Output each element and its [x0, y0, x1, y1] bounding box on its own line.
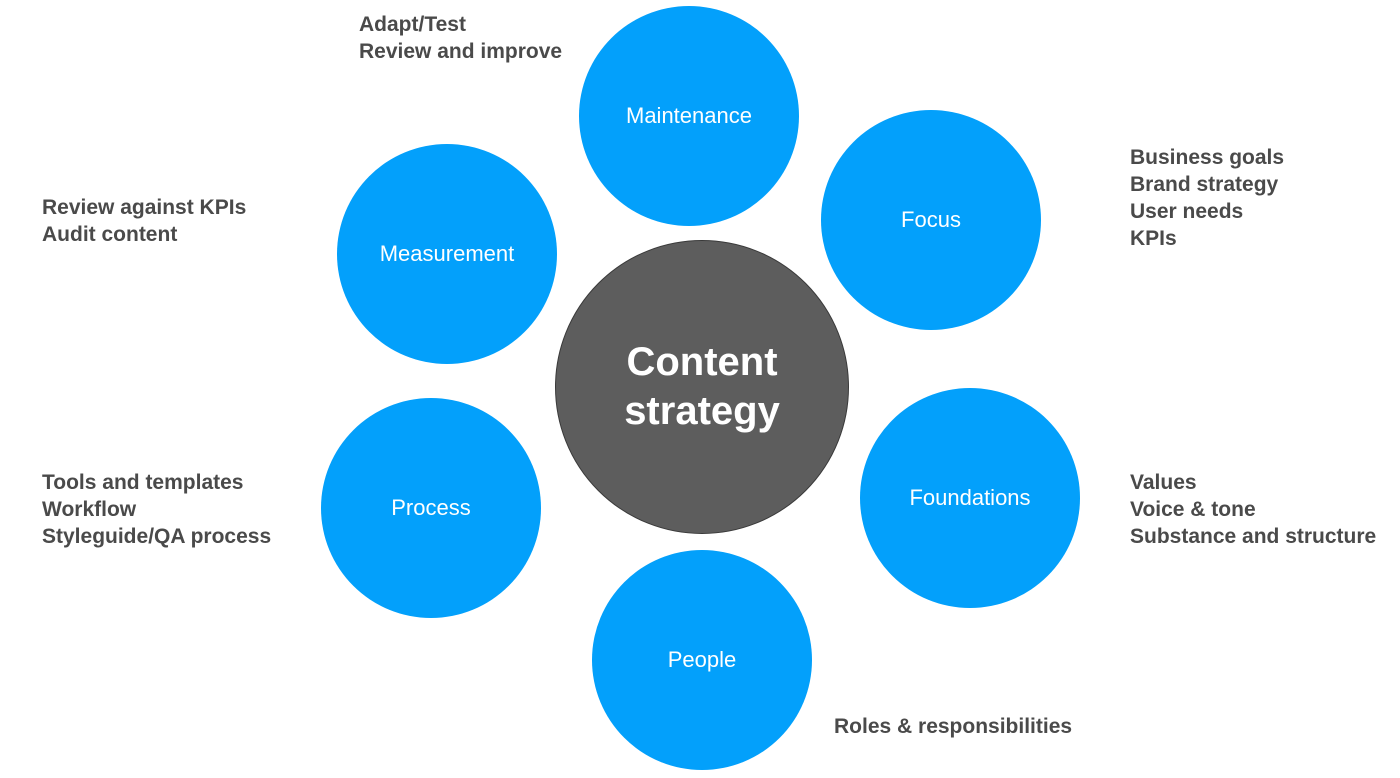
maintenance-label: Maintenance: [626, 103, 752, 128]
foundations-note: Substance and structure: [1130, 525, 1377, 548]
process-note: Workflow: [42, 498, 137, 521]
focus-note: Brand strategy: [1130, 173, 1279, 196]
maintenance-notes: Adapt/Test Review and improve: [359, 11, 562, 65]
process-notes: Tools and templates Workflow Styleguide/…: [42, 469, 271, 550]
process-label: Process: [391, 495, 471, 520]
people-note: Roles & responsibilities: [834, 715, 1073, 738]
measurement-note: Audit content: [42, 223, 178, 246]
focus-note: User needs: [1130, 200, 1244, 223]
focus-label: Focus: [901, 207, 961, 232]
measurement-notes: Review against KPIs Audit content: [42, 194, 246, 248]
process-note: Tools and templates: [42, 471, 244, 494]
maintenance-circle: Maintenance: [579, 6, 799, 226]
process-note: Styleguide/QA process: [42, 525, 272, 548]
process-circle: Process: [321, 398, 541, 618]
people-circle: People: [592, 550, 812, 770]
content-strategy-label: Content strategy: [624, 340, 780, 433]
measurement-circle: Measurement: [337, 144, 557, 364]
focus-note: KPIs: [1130, 227, 1177, 250]
foundations-note: Values: [1130, 471, 1197, 494]
foundations-label: Foundations: [909, 485, 1031, 510]
foundations-circle: Foundations: [860, 388, 1080, 608]
measurement-note: Review against KPIs: [42, 196, 247, 219]
focus-notes: Business goals Brand strategy User needs…: [1130, 144, 1284, 252]
foundations-notes: Values Voice & tone Substance and struct…: [1130, 469, 1376, 550]
foundations-note: Voice & tone: [1130, 498, 1256, 521]
focus-circle: Focus: [821, 110, 1041, 330]
measurement-label: Measurement: [379, 241, 515, 266]
maintenance-note: Review and improve: [359, 40, 563, 63]
people-notes: Roles & responsibilities: [834, 713, 1072, 740]
people-label: People: [667, 647, 737, 672]
content-strategy-circle: Content strategy: [555, 240, 849, 534]
focus-note: Business goals: [1130, 146, 1285, 169]
maintenance-note: Adapt/Test: [359, 13, 466, 36]
